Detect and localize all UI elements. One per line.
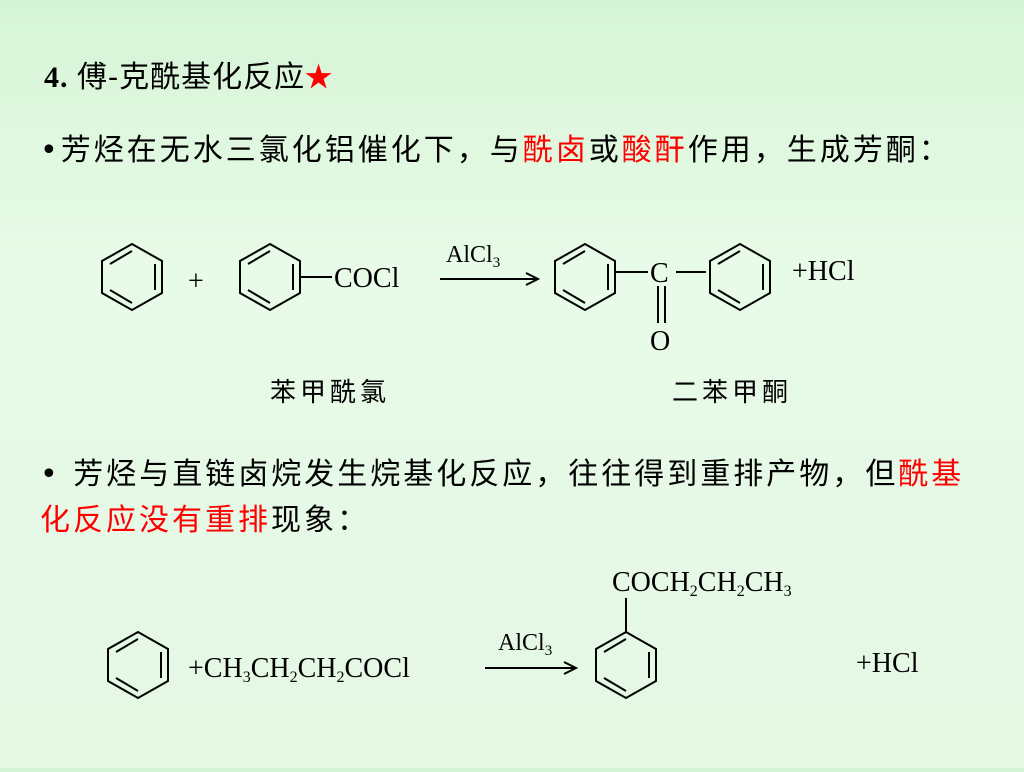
- carbonyl-oxygen: O: [650, 326, 670, 357]
- reagent-butyryl-chloride: +CH3CH2CH2COCl: [188, 653, 410, 686]
- reaction-arrow-2-icon: [485, 661, 579, 675]
- plus-sign: +: [188, 266, 204, 297]
- product-ring-right-icon: [676, 242, 771, 312]
- slide-title: 4. 傅-克酰基化反应★: [44, 52, 333, 96]
- para2-text-1: 芳烃与直链卤烷发生烷基化反应，往往得到重排产物，但: [60, 457, 899, 492]
- product-side-chain: COCH2CH2CH3: [612, 567, 792, 600]
- star-icon: ★: [305, 61, 334, 94]
- para1-text-1: 芳烃在无水三氯化铝催化下，与: [60, 133, 523, 168]
- carbonyl-bond-icon: [657, 286, 666, 323]
- para1-text-2: 或: [588, 133, 622, 168]
- para1-highlight-acyl-halide: 酰卤: [522, 133, 589, 168]
- bullet: •: [40, 133, 61, 168]
- reaction-arrow-icon: [440, 272, 541, 286]
- paragraph-2: • 芳烃与直链卤烷发生烷基化反应，往往得到重排产物，但酰基化反应没有重排现象：: [40, 452, 990, 544]
- para1-highlight-anhydride: 酸酐: [621, 133, 688, 168]
- carbonyl-carbon: C: [650, 258, 669, 289]
- reagent-cocl: COCl: [334, 263, 400, 294]
- bullet-2: •: [40, 457, 61, 492]
- butyrophenone-ring-icon: [595, 598, 657, 700]
- title-text: 傅-克酰基化反应: [77, 60, 306, 95]
- label-benzophenone: 二苯甲酮: [672, 378, 793, 408]
- benzoyl-ring-icon: [239, 242, 332, 312]
- catalyst-label: AlCl3: [446, 242, 500, 271]
- title-number: 4.: [44, 61, 69, 94]
- para2-text-2: 现象：: [271, 503, 370, 538]
- benzene-ring-icon: [101, 242, 163, 312]
- label-benzoyl-chloride: 苯甲酰氯: [270, 378, 391, 408]
- para2-highlight: 酰基化反应没有重排: [40, 457, 965, 538]
- byproduct-hcl-2: +HCl: [856, 648, 919, 679]
- catalyst-label-2: AlCl3: [498, 630, 552, 659]
- paragraph-1: •芳烃在无水三氯化铝催化下，与酰卤或酸酐作用，生成芳酮：: [40, 128, 990, 174]
- para1-text-3: 作用，生成芳酮：: [687, 133, 952, 168]
- product-ring-left-icon: [554, 242, 648, 312]
- byproduct-hcl: +HCl: [792, 256, 855, 287]
- benzene-ring-2-icon: [107, 630, 169, 700]
